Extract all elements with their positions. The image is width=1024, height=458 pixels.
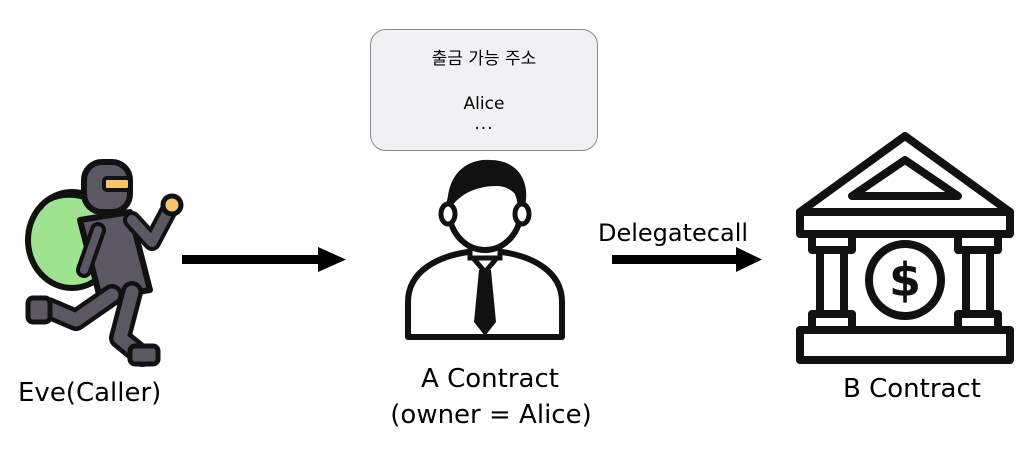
delegatecall-label: Delegatecall xyxy=(598,219,749,247)
withdrawable-address-box: 출금 가능 주소 Alice ... xyxy=(370,29,598,151)
thief-icon xyxy=(25,159,184,367)
note-title: 출금 가능 주소 xyxy=(431,49,537,69)
note-more: ... xyxy=(474,114,494,134)
note-entry: Alice xyxy=(463,94,505,114)
b-contract-label: B Contract xyxy=(843,374,981,404)
arrow-eve-to-a xyxy=(182,247,346,272)
bank-icon: $ xyxy=(796,132,1014,364)
a-contract-owner-label: (owner = Alice) xyxy=(390,400,592,430)
a-contract-label: A Contract xyxy=(421,364,559,394)
svg-text:$: $ xyxy=(889,253,921,307)
businessman-icon xyxy=(405,159,565,340)
eve-caller-label: Eve(Caller) xyxy=(18,378,162,408)
arrow-a-to-b xyxy=(612,247,762,272)
